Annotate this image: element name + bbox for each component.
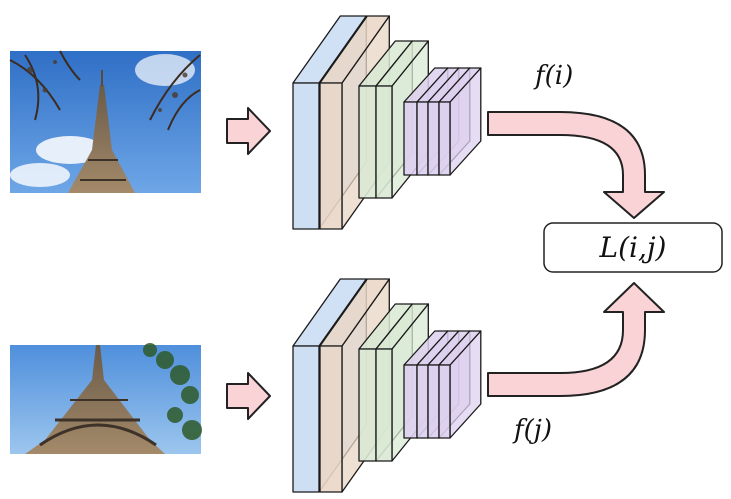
output-arrow-bottom — [487, 282, 665, 397]
cnn-layer-3-face — [358, 348, 377, 462]
cnn-layer-7-face — [427, 101, 440, 176]
cnn-layer-4-face — [375, 85, 393, 199]
loss-label: L(i,j) — [599, 231, 667, 264]
cnn-layer-8-face — [438, 101, 451, 176]
cnn-encoder-top — [292, 15, 482, 230]
input-arrow-bottom — [226, 372, 271, 420]
cnn-layer-4-face — [375, 348, 393, 462]
cnn-layer-8-face — [438, 364, 451, 439]
cnn-layer-2-face — [319, 82, 343, 230]
cnn-layer-7-face — [427, 364, 440, 439]
feature-label-bottom: f(j) — [512, 415, 552, 445]
cnn-layer-6-face — [416, 101, 429, 176]
input-image-bottom — [10, 343, 202, 454]
input-image-top — [9, 50, 201, 193]
cnn-layer-1-face — [292, 345, 320, 493]
output-arrow-top — [487, 111, 665, 219]
cnn-layer-6-face — [416, 364, 429, 439]
cnn-layer-5-face — [403, 101, 418, 176]
cnn-layer-5-face — [403, 364, 418, 439]
input-arrow-top — [226, 107, 271, 155]
cnn-encoder-bottom — [292, 278, 482, 493]
cnn-layer-1-face — [292, 82, 320, 230]
feature-label-top: f(i) — [533, 61, 573, 91]
cnn-layer-2-face — [319, 345, 343, 493]
loss-box: L(i,j) — [543, 222, 723, 273]
cnn-layer-3-face — [358, 85, 377, 199]
